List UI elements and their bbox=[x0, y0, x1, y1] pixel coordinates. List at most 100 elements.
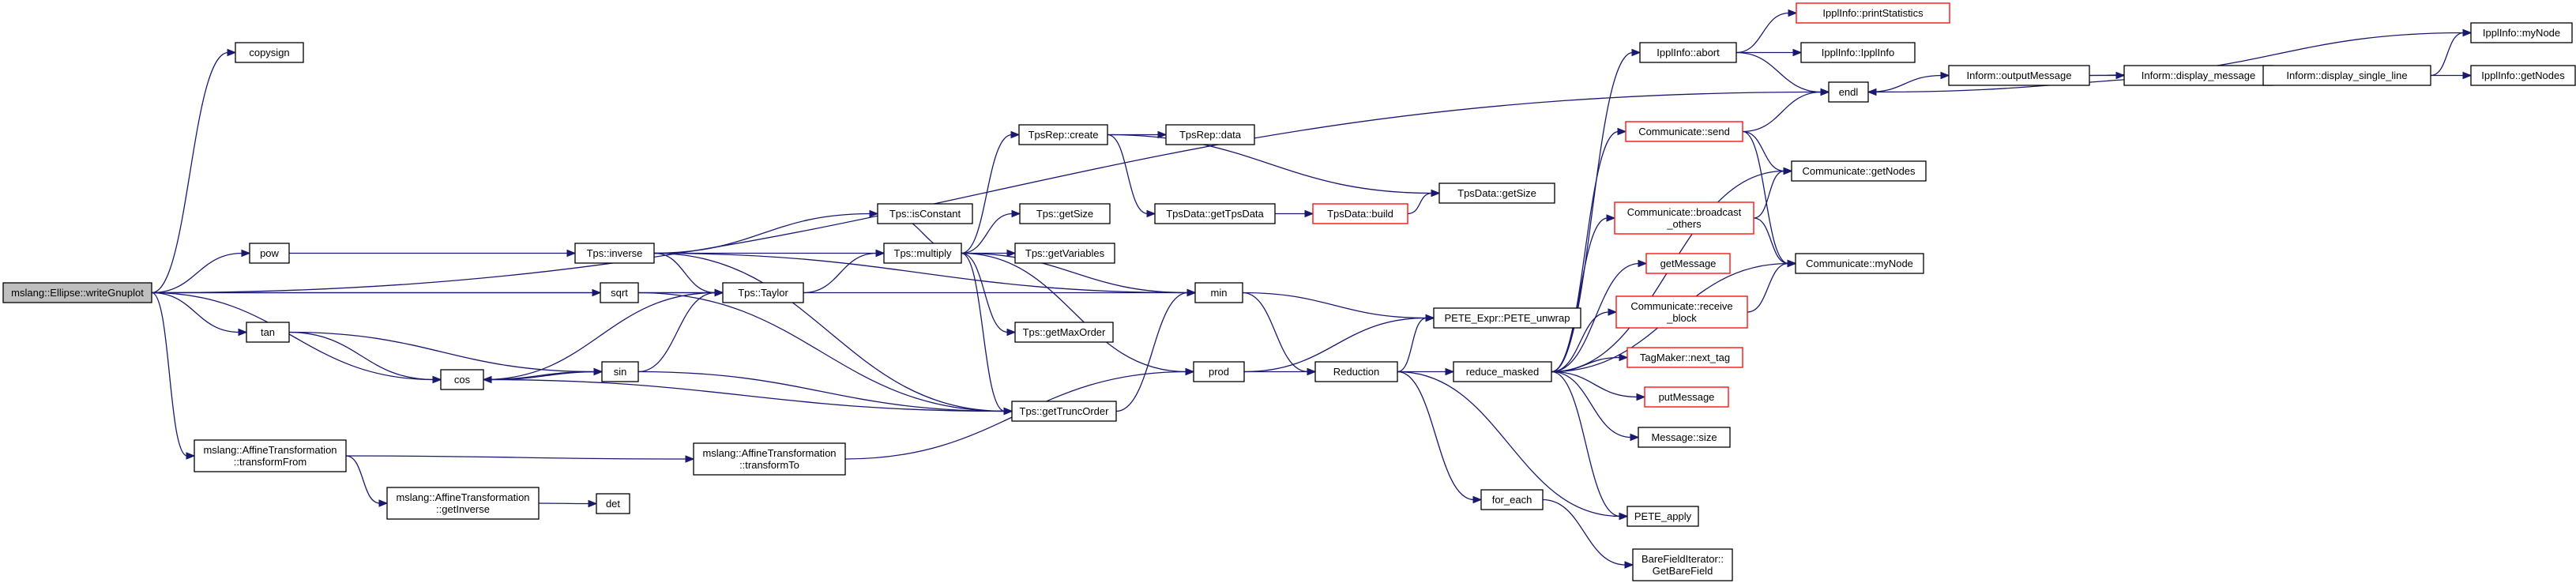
node-label: for_each bbox=[1492, 494, 1532, 506]
node-cos[interactable]: cos bbox=[440, 369, 484, 390]
node-det[interactable]: det bbox=[596, 493, 630, 514]
node-receive[interactable]: Communicate::receive_block bbox=[1615, 295, 1748, 329]
node-tfrom[interactable]: mslang::AffineTransformation::transformF… bbox=[194, 439, 347, 472]
node-label: TagMaker::next_tag bbox=[1640, 352, 1730, 363]
node-ipplinfo[interactable]: IpplInfo::IpplInfo bbox=[1800, 42, 1916, 63]
edge-tpsrepcreate-to-tpsdatasize bbox=[1107, 134, 1441, 198]
edge-cos-to-sin bbox=[483, 367, 604, 381]
node-peteapply[interactable]: PETE_apply bbox=[1626, 506, 1699, 527]
node-box bbox=[1626, 347, 1743, 368]
node-min[interactable]: min bbox=[1194, 282, 1243, 303]
node-outmsg[interactable]: Inform::outputMessage bbox=[1948, 65, 2090, 86]
node-label: Communicate::send bbox=[1638, 126, 1730, 137]
node-commsend[interactable]: Communicate::send bbox=[1625, 121, 1743, 142]
node-box bbox=[386, 487, 540, 520]
node-box bbox=[1791, 160, 1927, 182]
node-nexttag[interactable]: TagMaker::next_tag bbox=[1626, 347, 1743, 368]
node-box bbox=[1019, 203, 1111, 224]
node-getbare[interactable]: BareFieldIterator::GetBareField bbox=[1632, 548, 1733, 581]
node-label: putMessage bbox=[1659, 391, 1715, 403]
node-broadcast[interactable]: Communicate::broadcast_others bbox=[1614, 201, 1754, 235]
node-endl[interactable]: endl bbox=[1828, 81, 1869, 103]
node-label: Communicate::myNode bbox=[1806, 258, 1913, 269]
node-box bbox=[235, 42, 304, 63]
node-label: IpplInfo::printStatistics bbox=[1822, 7, 1924, 19]
node-tto[interactable]: mslang::AffineTransformation::transformT… bbox=[693, 442, 846, 476]
node-foreach[interactable]: for_each bbox=[1480, 489, 1544, 510]
edge-taylor-to-multiply bbox=[803, 249, 886, 294]
node-tpsrepcreate[interactable]: TpsRep::create bbox=[1018, 124, 1108, 145]
node-box bbox=[1632, 548, 1733, 581]
edge-root-to-tan bbox=[151, 292, 248, 337]
edge-multiply-to-getmax bbox=[961, 252, 1017, 337]
node-label: Tps::getVariables bbox=[1025, 247, 1105, 259]
node-label: PETE_apply bbox=[1634, 510, 1692, 522]
node-tpsdatasize[interactable]: TpsData::getSize bbox=[1438, 182, 1555, 204]
node-tan[interactable]: tan bbox=[246, 322, 290, 343]
node-copysign[interactable]: copysign bbox=[235, 42, 304, 63]
node-peteunwrap[interactable]: PETE_Expr::PETE_unwrap bbox=[1433, 307, 1581, 329]
node-label: Tps::getMaxOrder bbox=[1023, 326, 1106, 338]
node-sin[interactable]: sin bbox=[601, 361, 639, 382]
node-box bbox=[1644, 386, 1729, 408]
node-box bbox=[1014, 243, 1115, 264]
node-commmynode[interactable]: Communicate::myNode bbox=[1795, 253, 1924, 274]
node-taylor[interactable]: Tps::Taylor bbox=[722, 282, 804, 303]
node-prod[interactable]: prod bbox=[1193, 361, 1245, 382]
node-dispsingle[interactable]: Inform::display_single_line bbox=[2262, 65, 2431, 86]
edge-abort-to-printstats bbox=[1736, 9, 1798, 54]
node-root[interactable]: mslang::Ellipse::writeGnuplot bbox=[2, 282, 152, 303]
node-inverse[interactable]: Tps::inverse bbox=[574, 243, 655, 264]
node-tpsrepdata[interactable]: TpsRep::data bbox=[1165, 124, 1255, 145]
node-box bbox=[249, 243, 290, 264]
node-putmessage[interactable]: putMessage bbox=[1644, 386, 1729, 408]
node-getsize[interactable]: Tps::getSize bbox=[1019, 203, 1111, 224]
node-multiply[interactable]: Tps::multiply bbox=[883, 243, 962, 264]
node-ipplgetnodes[interactable]: IpplInfo::getNodes bbox=[2470, 65, 2576, 86]
edge-reduction-to-foreach bbox=[1397, 371, 1483, 504]
node-abort[interactable]: IpplInfo::abort bbox=[1639, 42, 1737, 63]
node-isconst[interactable]: Tps::isConstant bbox=[877, 203, 973, 224]
node-box bbox=[1011, 401, 1117, 422]
edge-root-to-pow bbox=[151, 249, 251, 294]
node-label: Tps::getSize bbox=[1036, 208, 1093, 220]
node-box bbox=[246, 322, 290, 343]
node-box bbox=[1154, 203, 1276, 224]
node-label: IpplInfo::myNode bbox=[2483, 27, 2560, 39]
edge-root-to-cos bbox=[151, 292, 442, 384]
node-msgsize[interactable]: Message::size bbox=[1638, 427, 1731, 448]
node-getmax[interactable]: Tps::getMaxOrder bbox=[1014, 322, 1114, 343]
node-ginv[interactable]: mslang::AffineTransformation::getInverse bbox=[386, 487, 540, 520]
node-label: BareFieldIterator:: bbox=[1641, 553, 1724, 565]
node-label: Communicate::getNodes bbox=[1802, 165, 1916, 177]
node-getmessage[interactable]: getMessage bbox=[1645, 253, 1731, 274]
node-label: TpsData::build bbox=[1327, 208, 1393, 220]
edge-redmasked-to-peteapply bbox=[1551, 371, 1629, 521]
node-commgetnodes[interactable]: Communicate::getNodes bbox=[1791, 160, 1927, 182]
node-getvars[interactable]: Tps::getVariables bbox=[1014, 243, 1115, 264]
node-box bbox=[883, 243, 962, 264]
node-reduction[interactable]: Reduction bbox=[1314, 361, 1398, 382]
node-gettrunc[interactable]: Tps::getTruncOrder bbox=[1011, 401, 1117, 422]
node-box bbox=[1165, 124, 1255, 145]
node-label: Tps::multiply bbox=[894, 247, 952, 259]
edge-tfrom-to-tto bbox=[345, 455, 695, 463]
node-tpsbuild[interactable]: TpsData::build bbox=[1312, 203, 1408, 224]
node-gettpsdata[interactable]: TpsData::getTpsData bbox=[1154, 203, 1276, 224]
node-box bbox=[1453, 361, 1552, 382]
node-box bbox=[1480, 489, 1544, 510]
node-sqrt[interactable]: sqrt bbox=[600, 282, 639, 303]
node-box bbox=[877, 203, 973, 224]
edge-multiply-to-gettrunc bbox=[961, 252, 1013, 416]
node-printstats[interactable]: IpplInfo::printStatistics bbox=[1796, 2, 1950, 24]
node-label: _block bbox=[1666, 312, 1697, 324]
node-label: prod bbox=[1209, 366, 1229, 378]
edge-layer bbox=[151, 9, 2473, 569]
node-redmasked[interactable]: reduce_masked bbox=[1453, 361, 1552, 382]
node-ipplmynode[interactable]: IpplInfo::myNode bbox=[2470, 22, 2573, 43]
node-box bbox=[2470, 65, 2576, 86]
node-box bbox=[2123, 65, 2273, 86]
node-pow[interactable]: pow bbox=[249, 243, 290, 264]
node-label: Tps::getTruncOrder bbox=[1020, 405, 1110, 417]
node-dispmsg[interactable]: Inform::display_message bbox=[2123, 65, 2273, 86]
